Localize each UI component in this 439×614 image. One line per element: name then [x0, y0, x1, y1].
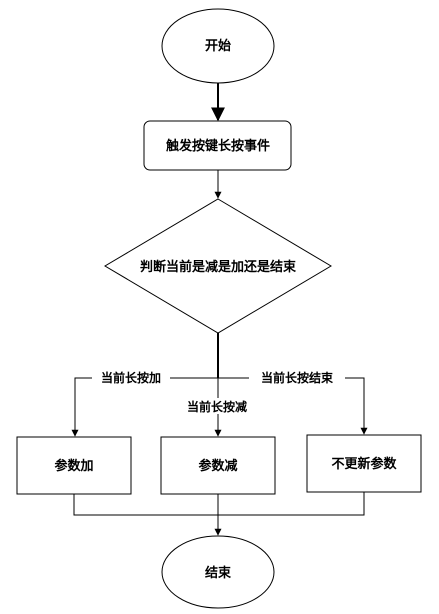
edge-label-end: 当前长按结束: [261, 370, 334, 385]
param-keep-node: [306, 434, 422, 493]
start-node-label: 开始: [205, 38, 231, 54]
param-sub-node: [160, 436, 276, 495]
end-node-label: 结束: [205, 565, 232, 581]
param-add-node: [16, 436, 132, 495]
edge-add-merge: [73, 494, 218, 516]
trigger-node-label: 触发按键长按事件: [165, 138, 270, 154]
edge-label-sub: 当前长按减: [187, 399, 247, 414]
end-node: [161, 535, 275, 609]
edge-decision-add: [71, 377, 218, 437]
param-keep-node-label: 不更新参数: [331, 456, 397, 472]
edge-label-add: 当前长按加: [101, 370, 161, 385]
decision-node-label: 判断当前是减是加还是结束: [140, 259, 297, 275]
param-add-node-label: 参数加: [54, 458, 93, 474]
param-sub-node-label: 参数减: [198, 458, 237, 474]
edge-keep-merge: [218, 492, 365, 516]
